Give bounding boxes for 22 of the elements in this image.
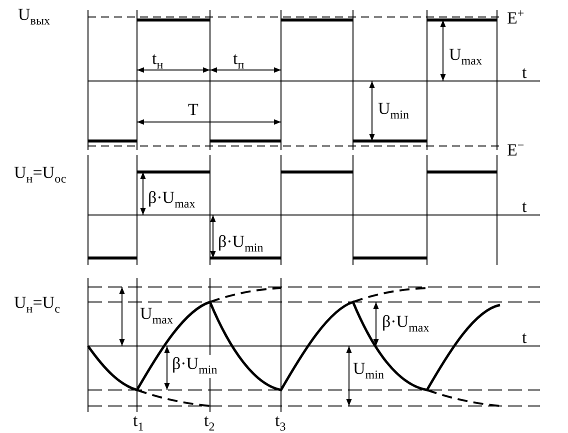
axis-label: U$_{н}$=U$_{с}$ [14, 294, 60, 318]
axis-label: t [522, 329, 527, 347]
dimension-label: β·U$_{min}$ [172, 355, 218, 378]
dimension-label: U$_{max}$ [449, 46, 482, 70]
dimension-label: β·U$_{min}$ [218, 233, 264, 256]
axis-label: t [522, 198, 527, 216]
dimension-label: U$_{min}$ [378, 100, 409, 124]
dimension-label: U$_{min}$ [353, 360, 384, 384]
dimension-label: β·U$_{max}$ [382, 313, 430, 336]
dimension-label: β·U$_{max}$ [148, 189, 196, 212]
time-label: t$_{1}$ [133, 412, 144, 433]
time-label: t$_{2}$ [204, 412, 215, 433]
dimension-label: t$_{н}$ [152, 50, 164, 74]
axis-label: U$_{н}$=U$_{ос}$ [14, 164, 66, 188]
axis-label: t [522, 64, 527, 82]
time-label: t$_{3}$ [275, 412, 286, 433]
axis-label: U$_{вых}$ [18, 6, 50, 30]
dimension-label: T [188, 101, 198, 119]
level-label: E$^{+}$ [507, 5, 524, 28]
level-label: E$^{−}$ [507, 137, 524, 160]
dimension-label: U$_{max}$ [140, 305, 173, 328]
dimension-label: t$_{п}$ [233, 50, 244, 74]
